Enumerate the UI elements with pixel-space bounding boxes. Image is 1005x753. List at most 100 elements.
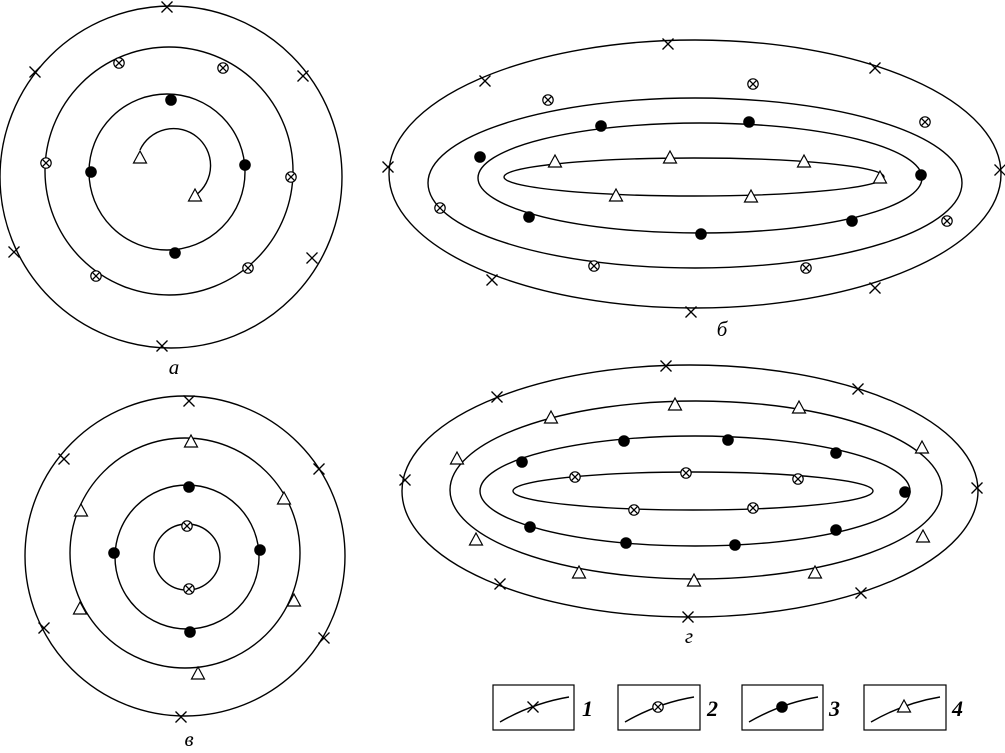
cross-marker-icon: [869, 62, 881, 74]
circled-cross-marker-icon: [747, 502, 759, 514]
cross-marker-icon: [313, 463, 325, 475]
open-triangle-marker-icon: [896, 698, 912, 713]
cross-marker-icon: [682, 611, 694, 623]
filled-dot-marker-icon: [729, 539, 741, 551]
panel-b-elongated-rings: [382, 38, 1005, 318]
filled-dot-marker-icon: [524, 521, 536, 533]
ring-2: [44, 46, 294, 296]
cross-marker-icon: [491, 391, 503, 403]
legend-item-2: 2: [617, 684, 718, 731]
circled-cross-marker-icon: [628, 504, 640, 516]
circled-cross-marker-icon: [652, 701, 664, 713]
filled-dot-marker-icon: [254, 544, 266, 556]
circled-cross-marker-icon: [680, 467, 692, 479]
cross-marker-icon: [161, 1, 173, 13]
filled-dot-marker-icon: [516, 456, 528, 468]
legend-number-4: 4: [951, 696, 963, 721]
circled-cross-marker-icon: [285, 171, 297, 183]
circled-cross-marker-icon: [113, 57, 125, 69]
panel-g-elongated-rings: [399, 360, 983, 623]
filled-dot-marker-icon: [620, 537, 632, 549]
cross-marker-icon: [8, 246, 20, 258]
legend-item-1: 1: [492, 684, 593, 731]
filled-dot-marker-icon: [474, 151, 486, 163]
ellipse-inner: [512, 471, 874, 511]
filled-dot-marker-icon: [523, 211, 535, 223]
circled-cross-marker-icon: [792, 473, 804, 485]
cross-marker-icon: [971, 482, 983, 494]
open-triangle-marker-icon: [183, 433, 199, 448]
ring-outer: [0, 5, 343, 349]
ring-2: [69, 437, 301, 669]
cross-marker-icon: [685, 306, 697, 318]
circled-cross-marker-icon: [181, 520, 193, 532]
cross-marker-icon: [662, 38, 674, 50]
open-triangle-marker-icon: [608, 187, 624, 202]
ellipse-2: [427, 97, 963, 269]
circled-cross-marker-icon: [542, 94, 554, 106]
cross-marker-icon: [479, 75, 491, 87]
open-triangle-marker-icon: [915, 528, 931, 543]
panel-g-label: г: [685, 624, 693, 648]
panel-a-concentric-rings: [0, 1, 343, 352]
cross-marker-icon: [869, 282, 881, 294]
panel-a-label: а: [169, 355, 180, 379]
circled-cross-marker-icon: [800, 262, 812, 274]
legend-box-3: [741, 684, 824, 731]
filled-dot-marker-icon: [830, 447, 842, 459]
open-triangle-marker-icon: [791, 399, 807, 414]
circled-cross-marker-icon: [217, 62, 229, 74]
filled-dot-marker-icon: [748, 696, 819, 723]
circled-cross-marker-icon: [183, 583, 195, 595]
legend-number-2: 2: [706, 696, 718, 721]
filled-dot-marker-icon: [915, 169, 927, 181]
open-triangle-marker-icon: [796, 153, 812, 168]
circled-cross-marker-icon: [747, 78, 759, 90]
filled-dot-marker-icon: [743, 116, 755, 128]
filled-dot-marker-icon: [169, 247, 181, 259]
cross-marker-icon: [399, 474, 411, 486]
filled-dot-marker-icon: [183, 481, 195, 493]
cross-marker-icon: [58, 453, 70, 465]
cross-marker-icon: [494, 578, 506, 590]
legend-item-4: 4: [863, 684, 963, 731]
open-triangle-marker-icon: [276, 490, 292, 505]
panel-v-label: в: [184, 727, 193, 751]
cross-marker-icon: [156, 340, 168, 352]
open-triangle-marker-icon: [187, 187, 203, 202]
panel-v-concentric-rings: [24, 395, 346, 723]
open-triangle-marker-icon: [667, 396, 683, 411]
open-triangle-marker-icon: [286, 592, 302, 607]
cross-marker-icon: [855, 587, 867, 599]
cross-marker-icon: [994, 164, 1005, 176]
open-triangle-marker-icon: [571, 564, 587, 579]
circled-cross-marker-icon: [434, 202, 446, 214]
circled-cross-marker-icon: [919, 116, 931, 128]
open-triangle-marker-icon: [449, 450, 465, 465]
open-triangle-marker-icon: [807, 564, 823, 579]
open-triangle-marker-icon: [686, 572, 702, 587]
legend-item-3: 3: [741, 684, 840, 731]
filled-dot-marker-icon: [899, 486, 911, 498]
legend: 1 2 3 4: [492, 684, 963, 731]
cross-marker-icon: [306, 252, 318, 264]
cross-marker-icon: [318, 632, 330, 644]
cross-marker-icon: [660, 360, 672, 372]
open-triangle-marker-icon: [190, 665, 206, 680]
cross-marker-icon: [297, 70, 309, 82]
ellipse-inner: [503, 157, 885, 197]
open-triangle-marker-icon: [132, 149, 148, 164]
cross-marker-icon: [527, 701, 539, 713]
cross-marker-icon: [382, 161, 394, 173]
ring-3: [114, 484, 260, 630]
cross-marker-icon: [486, 274, 498, 286]
filled-dot-marker-icon: [85, 166, 97, 178]
legend-number-3: 3: [828, 696, 840, 721]
filled-dot-marker-icon: [108, 547, 120, 559]
filled-dot-marker-icon: [618, 435, 630, 447]
open-triangle-marker-icon: [743, 188, 759, 203]
filled-dot-marker-icon: [165, 94, 177, 106]
open-triangle-marker-icon: [914, 439, 930, 454]
cross-marker-icon: [175, 711, 187, 723]
